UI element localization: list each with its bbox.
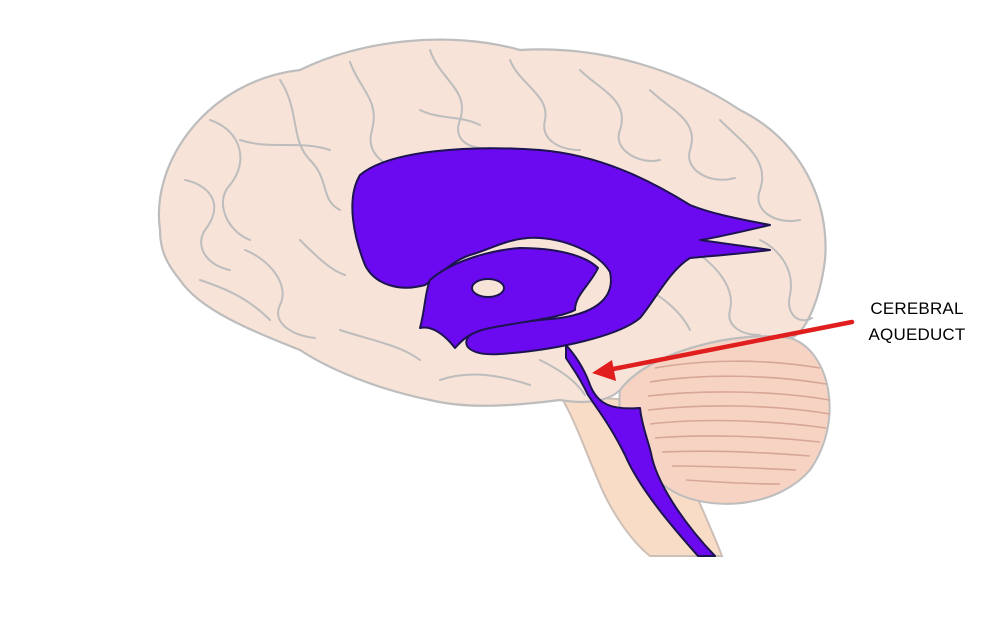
structure-label: CEREBRAL AQUEDUCT: [842, 296, 992, 348]
cerebellum-folia: [647, 360, 831, 485]
cerebral-aqueduct-shape: [565, 344, 716, 557]
cerebral-sulci: [184, 49, 813, 396]
structure-label-line-1: CEREBRAL: [870, 299, 964, 318]
interthalamic-adhesion: [471, 278, 505, 298]
structure-label-line-2: AQUEDUCT: [868, 325, 966, 344]
third-ventricle: [419, 247, 599, 349]
red-arrow: [592, 319, 855, 381]
ventricular-system: [351, 147, 771, 557]
